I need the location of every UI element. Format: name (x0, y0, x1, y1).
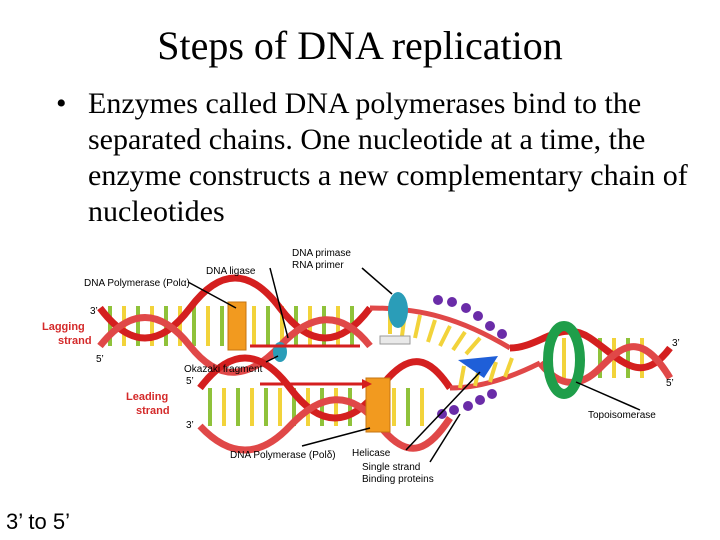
leading-strand-helix (197, 354, 453, 454)
okazaki-fragment-label: Okazaki fragment (184, 364, 263, 375)
leading-strand-label-line1: Leading (126, 391, 168, 403)
dna-ligase-label: DNA ligase (206, 266, 256, 277)
dna-polymerase-delta-label: DNA Polymerase (Polδ) (230, 450, 336, 461)
lagging-strand-label-line1: Lagging (42, 321, 85, 333)
rna-primer-label: RNA primer (292, 260, 344, 271)
ssb-label-line1: Single strand (362, 462, 420, 473)
leader-lines (187, 267, 641, 463)
leading-strand-label-line2: strand (136, 405, 170, 417)
end-3-upper-left-label: 3’ (90, 306, 98, 317)
dna-polymerase-alpha-label: DNA Polymerase (Polα) (84, 278, 190, 289)
dna-polymerase-delta-shape (365, 377, 391, 433)
slide-title: Steps of DNA replication (157, 23, 563, 68)
lagging-strand-label-line2: strand (58, 335, 92, 347)
helicase-label: Helicase (352, 448, 391, 459)
bullet-text: Enzymes called DNA polymerases bind to t… (88, 87, 688, 228)
rna-primer-segment (379, 335, 411, 345)
dna-primase-label: DNA primase (292, 248, 351, 259)
end-5-right-label: 5’ (666, 378, 674, 389)
ssb-proteins (433, 295, 507, 419)
topoisomerase-label: Topoisomerase (588, 410, 656, 421)
end-5-upper-left-label: 5’ (96, 354, 104, 365)
dna-primase-shape (388, 292, 408, 328)
leading-synthesis-arrowhead (362, 379, 372, 389)
bullet-marker: • (56, 87, 67, 120)
direction-note: 3’ to 5’ (6, 509, 71, 534)
end-3-lower-left-label: 3’ (186, 420, 194, 431)
parental-dna-helix (509, 327, 674, 386)
end-5-lower-left-label: 5’ (186, 376, 194, 387)
end-3-right-label: 3’ (672, 338, 680, 349)
ssb-label-line2: Binding proteins (362, 474, 434, 485)
helicase-wedge (458, 356, 498, 378)
dna-replication-diagram: DNA primase RNA primer DNA ligase DNA Po… (42, 248, 680, 485)
lagging-strand-helix (97, 274, 373, 376)
dna-polymerase-alpha-shape (227, 301, 247, 351)
topoisomerase-ring (543, 321, 585, 399)
